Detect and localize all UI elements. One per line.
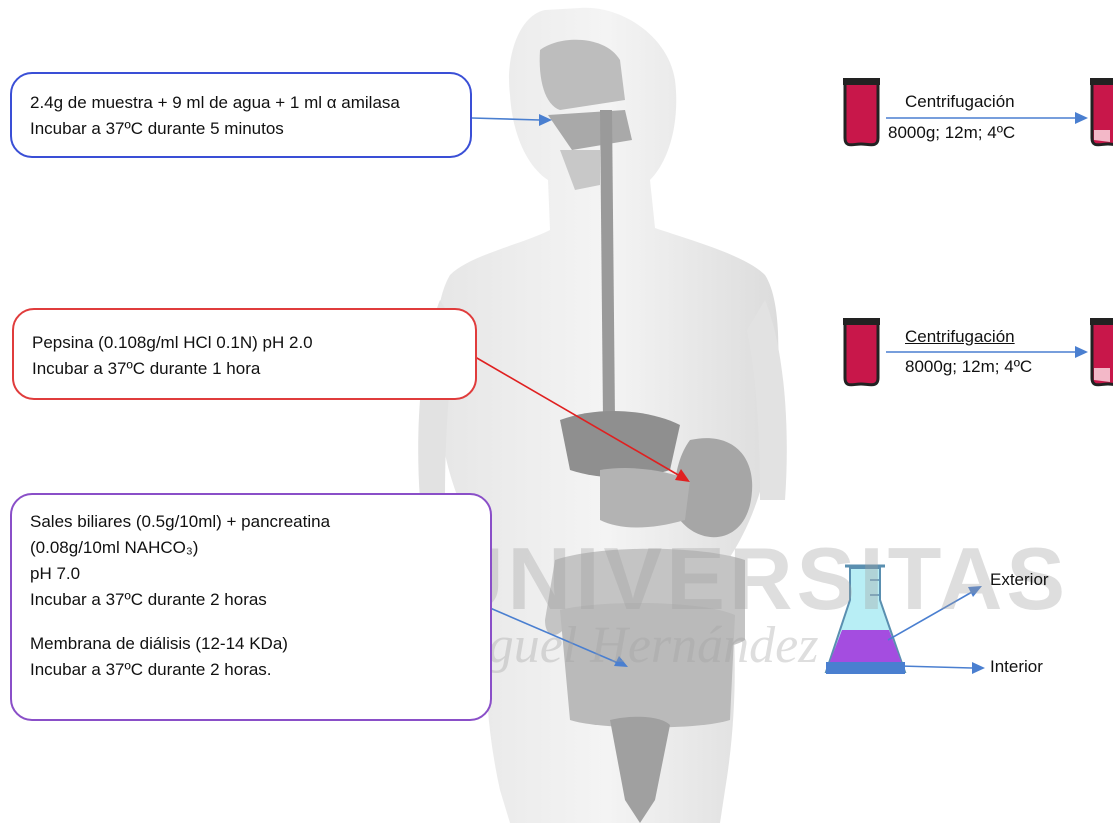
centrifugation-conditions-2: 8000g; 12m; 4ºC bbox=[905, 357, 1032, 377]
oral-phase-line-1: 2.4g de muestra + 9 ml de agua + 1 ml α … bbox=[30, 90, 452, 116]
oral-phase-box: 2.4g de muestra + 9 ml de agua + 1 ml α … bbox=[10, 72, 472, 158]
centrifugation-conditions-1: 8000g; 12m; 4ºC bbox=[888, 123, 1015, 143]
interior-label: Interior bbox=[990, 657, 1043, 677]
gastric-phase-line-1: Pepsina (0.108g/ml HCl 0.1N) pH 2.0 bbox=[32, 330, 457, 356]
gastric-phase-line-2: Incubar a 37ºC durante 1 hora bbox=[32, 356, 457, 382]
tube-before-centrifugation-2 bbox=[843, 318, 880, 385]
intestinal-phase-line-4: Incubar a 37ºC durante 2 horas bbox=[30, 587, 472, 613]
dialysis-line-1: Membrana de diálisis (12-14 KDa) bbox=[30, 631, 472, 657]
centrifugation-title-1: Centrifugación bbox=[905, 92, 1015, 112]
gastric-phase-box: Pepsina (0.108g/ml HCl 0.1N) pH 2.0 Incu… bbox=[12, 308, 477, 400]
arrow-to-interior bbox=[900, 662, 985, 674]
intestinal-phase-box: Sales biliares (0.5g/10ml) + pancreatina… bbox=[10, 493, 492, 721]
exterior-label: Exterior bbox=[990, 570, 1049, 590]
intestinal-phase-line-2: (0.08g/10ml NAHCO₃) bbox=[30, 535, 472, 561]
intestinal-phase-line-1: Sales biliares (0.5g/10ml) + pancreatina bbox=[30, 509, 472, 535]
tube-before-centrifugation-1 bbox=[843, 78, 880, 145]
centrifugation-title-2: Centrifugación bbox=[905, 327, 1015, 347]
intestinal-phase-line-3: pH 7.0 bbox=[30, 561, 472, 587]
tube-after-centrifugation-1 bbox=[1090, 78, 1113, 145]
tube-after-centrifugation-2 bbox=[1090, 318, 1113, 385]
oral-phase-line-2: Incubar a 37ºC durante 5 minutos bbox=[30, 116, 452, 142]
watermark-title: UNIVERSITAS bbox=[440, 528, 1069, 630]
dialysis-line-2: Incubar a 37ºC durante 2 horas. bbox=[30, 657, 472, 683]
arrow-to-mouth bbox=[472, 114, 552, 126]
